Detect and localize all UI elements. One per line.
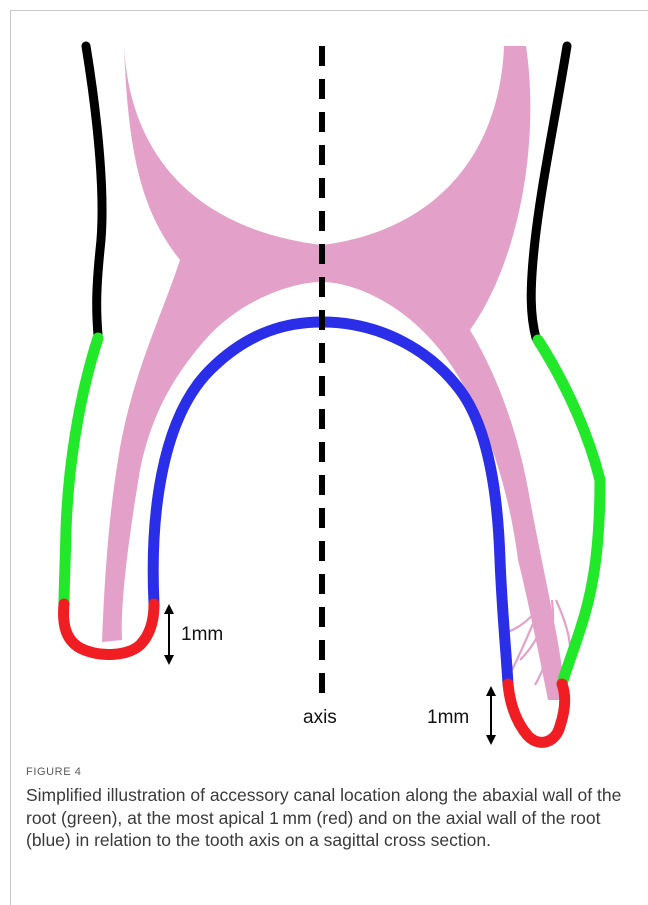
right-outer-outline xyxy=(531,46,567,338)
pulp-tissue xyxy=(102,46,566,700)
right-measure-label: 1mm xyxy=(427,707,469,728)
figure-caption: Simplified illustration of accessory can… xyxy=(26,784,626,852)
axis-label: axis xyxy=(303,707,337,728)
figure-label: FIGURE 4 xyxy=(26,766,82,778)
left-measure-label: 1mm xyxy=(181,624,223,645)
right-measure-arrow xyxy=(486,686,496,745)
left-abaxial-wall xyxy=(64,338,98,604)
left-measure-arrow xyxy=(164,604,174,665)
root-canal-illustration: axis 1mm 1mm xyxy=(0,0,648,760)
left-outer-outline xyxy=(86,46,102,335)
